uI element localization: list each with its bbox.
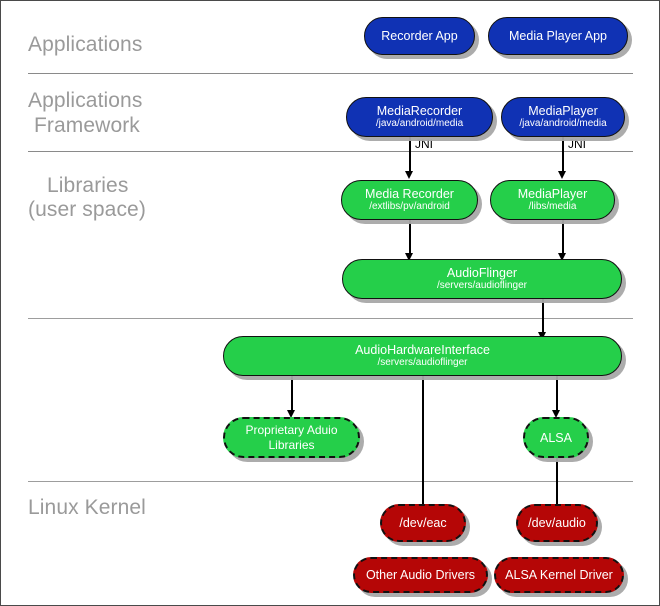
node-audioflinger-subtitle: /servers/audioflinger	[436, 280, 528, 291]
node-audiohardwareinterface-subtitle: /servers/audioflinger	[377, 357, 468, 368]
node-dev-eac[interactable]: /dev/eac	[380, 504, 466, 542]
node-alsa-kernel-driver[interactable]: ALSA Kernel Driver	[494, 557, 624, 593]
edge-label-jni-right: JNI	[568, 137, 586, 151]
layer-label-applications-framework-line2: Framework	[34, 114, 140, 137]
node-other-audio-drivers[interactable]: Other Audio Drivers	[353, 557, 488, 593]
node-recorder-app[interactable]: Recorder App	[364, 17, 475, 55]
arrowhead-ahi-to-proprietary	[287, 410, 295, 418]
node-mediarecorder-framework-subtitle: /java/android/media	[375, 118, 464, 129]
node-alsa[interactable]: ALSA	[523, 417, 589, 458]
node-mediaplayer-framework[interactable]: MediaPlayer /java/android/media	[501, 97, 625, 137]
layer-label-linux-kernel: Linux Kernel	[28, 496, 146, 519]
node-proprietary-audio-libraries-title: Proprietary Aduio	[245, 422, 338, 437]
connector-ahi-to-dev-eac	[422, 376, 424, 511]
node-dev-audio[interactable]: /dev/audio	[516, 504, 598, 542]
node-other-audio-drivers-title: Other Audio Drivers	[365, 568, 476, 582]
node-recorder-app-title: Recorder App	[381, 29, 458, 43]
connector-mediarecorder-to-audioflinger	[409, 220, 411, 257]
node-proprietary-audio-libraries-subtitle: Libraries	[268, 437, 315, 452]
node-media-recorder-lib-subtitle: /extlibs/pv/android	[369, 201, 450, 212]
node-audioflinger-title: AudioFlinger	[446, 266, 518, 280]
node-media-recorder-lib[interactable]: Media Recorder /extlibs/pv/android	[341, 180, 478, 220]
arrowhead-mediaplayer-jni	[558, 171, 566, 179]
node-mediaplayer-framework-subtitle: /java/android/media	[519, 118, 607, 129]
node-media-player-app-title: Media Player App	[509, 29, 607, 43]
divider-applications	[28, 73, 633, 74]
node-mediaplayer-lib-subtitle: /libs/media	[528, 201, 577, 212]
node-alsa-title: ALSA	[540, 430, 572, 445]
divider-libraries-mid	[28, 318, 633, 319]
node-audiohardwareinterface[interactable]: AudioHardwareInterface /servers/audiofli…	[223, 336, 622, 376]
arrowhead-ahi-to-alsa	[552, 410, 560, 418]
node-mediarecorder-framework[interactable]: MediaRecorder /java/android/media	[346, 97, 493, 137]
node-media-player-app[interactable]: Media Player App	[488, 17, 628, 55]
node-mediarecorder-framework-title: MediaRecorder	[376, 104, 463, 118]
node-proprietary-audio-libraries[interactable]: Proprietary Aduio Libraries	[223, 417, 360, 458]
node-media-recorder-lib-title: Media Recorder	[365, 187, 454, 201]
connector-ahi-to-proprietary	[291, 376, 293, 414]
connector-mediarecorder-jni	[409, 137, 411, 173]
layer-label-libraries-line2: (user space)	[28, 198, 146, 221]
node-mediaplayer-lib-title: MediaPlayer	[517, 187, 588, 201]
connector-audioflinger-to-ahi	[542, 299, 544, 337]
connector-ahi-to-alsa	[556, 376, 558, 414]
connector-alsa-to-dev-audio	[556, 458, 558, 511]
node-dev-eac-title: /dev/eac	[399, 516, 447, 530]
divider-framework	[28, 151, 633, 152]
layer-label-applications: Applications	[28, 33, 143, 56]
divider-kernel	[28, 481, 633, 482]
arrowhead-mediarecorder-to-audioflinger	[405, 253, 413, 261]
node-alsa-kernel-driver-title: ALSA Kernel Driver	[505, 568, 613, 582]
connector-mediaplayer-to-audioflinger	[562, 220, 564, 257]
connector-mediaplayer-jni	[562, 137, 564, 173]
layer-label-libraries-line1: Libraries	[47, 174, 129, 197]
arrowhead-mediarecorder-jni	[405, 171, 413, 179]
node-mediaplayer-framework-title: MediaPlayer	[528, 104, 598, 118]
node-audiohardwareinterface-title: AudioHardwareInterface	[355, 343, 490, 357]
node-dev-audio-title: /dev/audio	[528, 516, 586, 530]
arrowhead-mediaplayer-to-audioflinger	[558, 253, 566, 261]
layer-label-applications-framework-line1: Applications	[28, 89, 143, 112]
edge-label-jni-left: JNI	[415, 137, 433, 151]
node-mediaplayer-lib[interactable]: MediaPlayer /libs/media	[490, 180, 615, 220]
node-audioflinger[interactable]: AudioFlinger /servers/audioflinger	[342, 259, 622, 299]
